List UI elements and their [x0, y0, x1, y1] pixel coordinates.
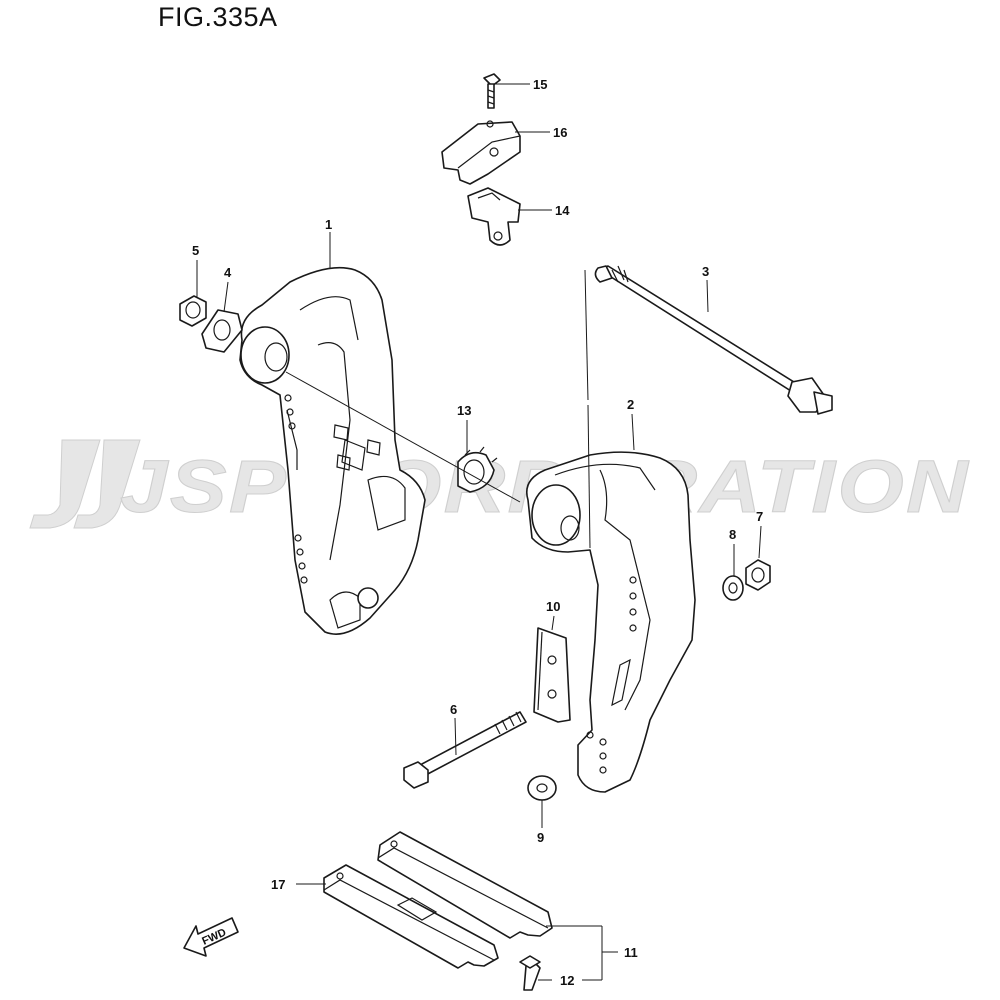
- part-3-clamp-shaft[interactable]: [594, 265, 833, 415]
- callout-9: 9: [537, 830, 544, 845]
- callout-5: 5: [192, 243, 199, 258]
- watermark: JSP CORPORATION: [29, 439, 969, 529]
- part-17-pad[interactable]: [323, 864, 499, 969]
- part-7-nut[interactable]: [745, 559, 771, 591]
- figure-title: FIG.335A: [158, 2, 278, 32]
- callout-7: 7: [756, 509, 763, 524]
- callout-4: 4: [224, 265, 232, 280]
- part-14-stopper-bracket[interactable]: [467, 187, 521, 246]
- part-4-washer[interactable]: [201, 309, 243, 353]
- callout-17: 17: [271, 877, 285, 892]
- callout-13: 13: [457, 403, 471, 418]
- callout-6: 6: [450, 702, 457, 717]
- watermark-logo-mark-2: [73, 439, 141, 529]
- callout-3: 3: [702, 264, 709, 279]
- callout-14: 14: [555, 203, 570, 218]
- part-16-cover[interactable]: [441, 120, 521, 185]
- callout-8: 8: [729, 527, 736, 542]
- part-2-swivel-bracket-right[interactable]: [526, 451, 696, 793]
- callout-11: 11: [624, 945, 638, 960]
- part-15-bolt[interactable]: [483, 73, 501, 109]
- part-5-nut[interactable]: [179, 295, 207, 327]
- callout-16: 16: [553, 125, 567, 140]
- part-9-washer[interactable]: [527, 775, 557, 801]
- callout-1: 1: [325, 217, 332, 232]
- callout-2: 2: [627, 397, 634, 412]
- part-6-bolt[interactable]: [403, 711, 527, 789]
- fwd-arrow: FWD: [183, 917, 239, 957]
- callout-12: 12: [560, 973, 574, 988]
- fwd-label: FWD: [200, 927, 228, 948]
- part-11-pad[interactable]: [377, 831, 553, 939]
- leader-lines: [196, 83, 762, 981]
- watermark-logo-mark: [29, 439, 101, 529]
- part-10-plate[interactable]: [533, 627, 571, 723]
- callout-10: 10: [546, 599, 560, 614]
- callout-labels: 15 16 14 1 5 4 3 2 13 7 8 10 6 9 17 11 1…: [192, 77, 763, 988]
- callout-15: 15: [533, 77, 547, 92]
- part-12-screw[interactable]: [519, 955, 541, 991]
- part-8-washer[interactable]: [722, 575, 744, 601]
- part-1-swivel-bracket-left[interactable]: [239, 266, 426, 635]
